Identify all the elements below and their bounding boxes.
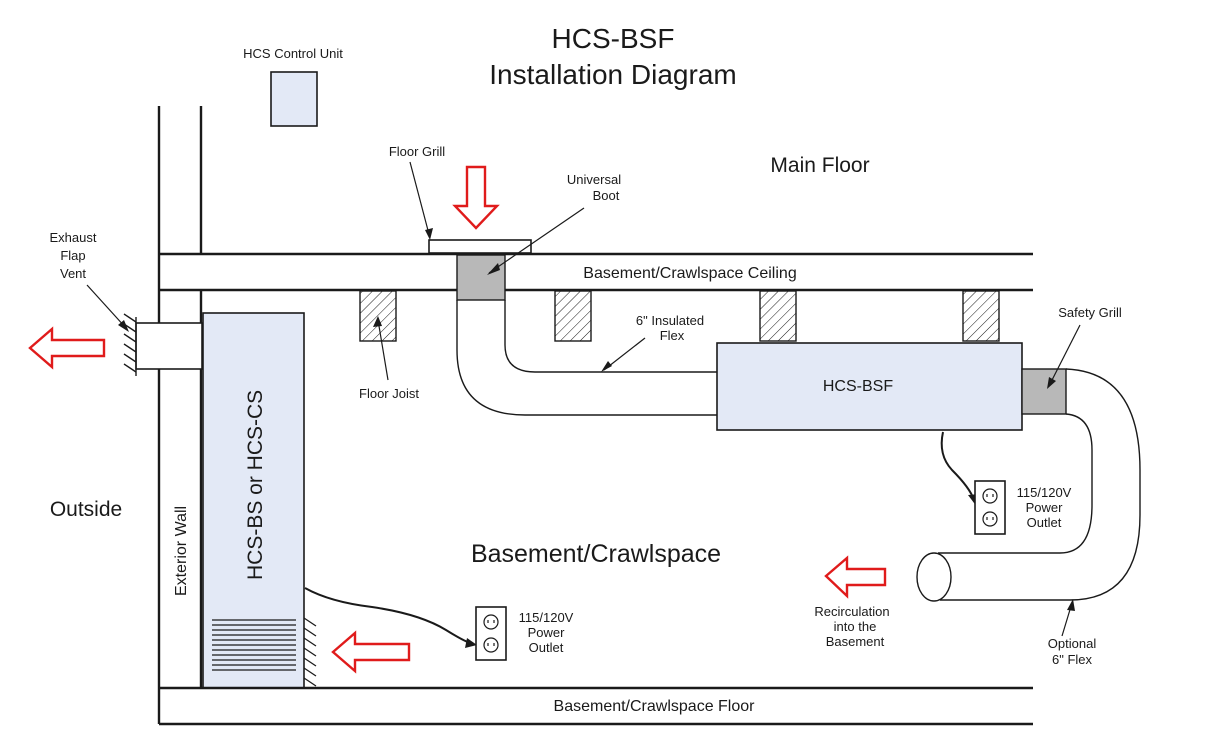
floor-grill-leader (409, 161, 431, 239)
power-outlet-right (974, 480, 1006, 535)
exhaust-duct (135, 322, 203, 370)
control-unit-label: HCS Control Unit (243, 46, 343, 61)
control-unit-box (270, 71, 318, 127)
universal-boot (456, 254, 506, 301)
floor-joist-leader (377, 319, 389, 381)
outlet-left-label-1: 115/120V (519, 610, 574, 625)
floor-joist-leader-head (373, 316, 382, 327)
universal-boot-label-1: Universal (567, 172, 621, 187)
exterior-wall-label: Exterior Wall (173, 506, 190, 596)
exhaust-label-3: Vent (60, 266, 86, 281)
floor-grill (428, 239, 532, 254)
title-line-1: HCS-BSF (552, 23, 675, 54)
universal-boot-leader (488, 207, 585, 274)
main-floor-label: Main Floor (770, 154, 869, 177)
exhaust-leader-head (118, 320, 129, 332)
exhaust-out-arrow (28, 326, 106, 370)
exhaust-flap-hatch (123, 313, 137, 376)
optional-flex-outer (940, 368, 1141, 601)
floor-joist-3 (759, 290, 797, 342)
basement-label: Basement/Crawlspace (471, 540, 721, 568)
recirc-label-2: into the (834, 619, 877, 634)
optional-flex-leader-head (1067, 599, 1075, 611)
optional-flex-label-1: Optional (1048, 636, 1097, 651)
safety-grill-label: Safety Grill (1058, 305, 1122, 320)
outlet-left-label-2: Power (528, 625, 566, 640)
outside-label: Outside (50, 498, 122, 521)
flex-outlet-end (916, 552, 952, 602)
hcs-bsf-unit-label: HCS-BSF (823, 378, 893, 395)
intake-louvers (212, 619, 296, 671)
exhaust-label-2: Flap (60, 248, 85, 263)
power-cord-left-head (465, 638, 477, 648)
supply-air-down-arrow (452, 165, 500, 230)
title-line-2: Installation Diagram (489, 59, 736, 90)
ceiling-label: Basement/Crawlspace Ceiling (583, 265, 796, 282)
insulated-flex-inner (504, 300, 717, 373)
outlet-right-label-2: Power (1026, 500, 1064, 515)
optional-flex-label-2: 6" Flex (1052, 652, 1093, 667)
power-cord-right (940, 431, 975, 501)
exhaust-leader (86, 284, 127, 329)
recirc-label-1: Recirculation (814, 604, 889, 619)
hcs-bsf-unit (716, 342, 1023, 431)
floor-grill-leader-head (425, 228, 433, 240)
outlet-right-label-1: 115/120V (1017, 485, 1072, 500)
floor-joist-4 (962, 290, 1000, 342)
universal-boot-label-2: Boot (593, 188, 620, 203)
intake-hatch (303, 617, 317, 687)
flex-leader-head (601, 361, 612, 372)
flex-label-1: 6" Insulated (636, 313, 704, 328)
safety-grill-leader-head (1047, 377, 1056, 389)
flex-label-2: Flex (660, 328, 685, 343)
floor-joist-2 (554, 290, 592, 342)
power-outlet-left (475, 606, 507, 661)
outlet-left-label-3: Outlet (529, 640, 564, 655)
floor-grill-label: Floor Grill (389, 144, 445, 159)
recirculation-arrow (824, 555, 887, 599)
universal-boot-leader-head (487, 263, 500, 275)
outlet-right-label-3: Outlet (1027, 515, 1062, 530)
power-cord-left (304, 587, 471, 644)
insulated-flex-outer (456, 300, 717, 416)
safety-grill (1021, 368, 1067, 415)
recirc-label-3: Basement (826, 634, 885, 649)
optional-flex-inner (938, 413, 1093, 554)
basement-floor-label: Basement/Crawlspace Floor (554, 698, 756, 715)
exhaust-label-1: Exhaust (50, 230, 97, 245)
intake-arrow (331, 630, 411, 674)
floor-joist-label: Floor Joist (359, 386, 419, 401)
safety-grill-leader (1049, 324, 1081, 385)
dehumidifier-label: HCS-BS or HCS-CS (244, 390, 267, 580)
